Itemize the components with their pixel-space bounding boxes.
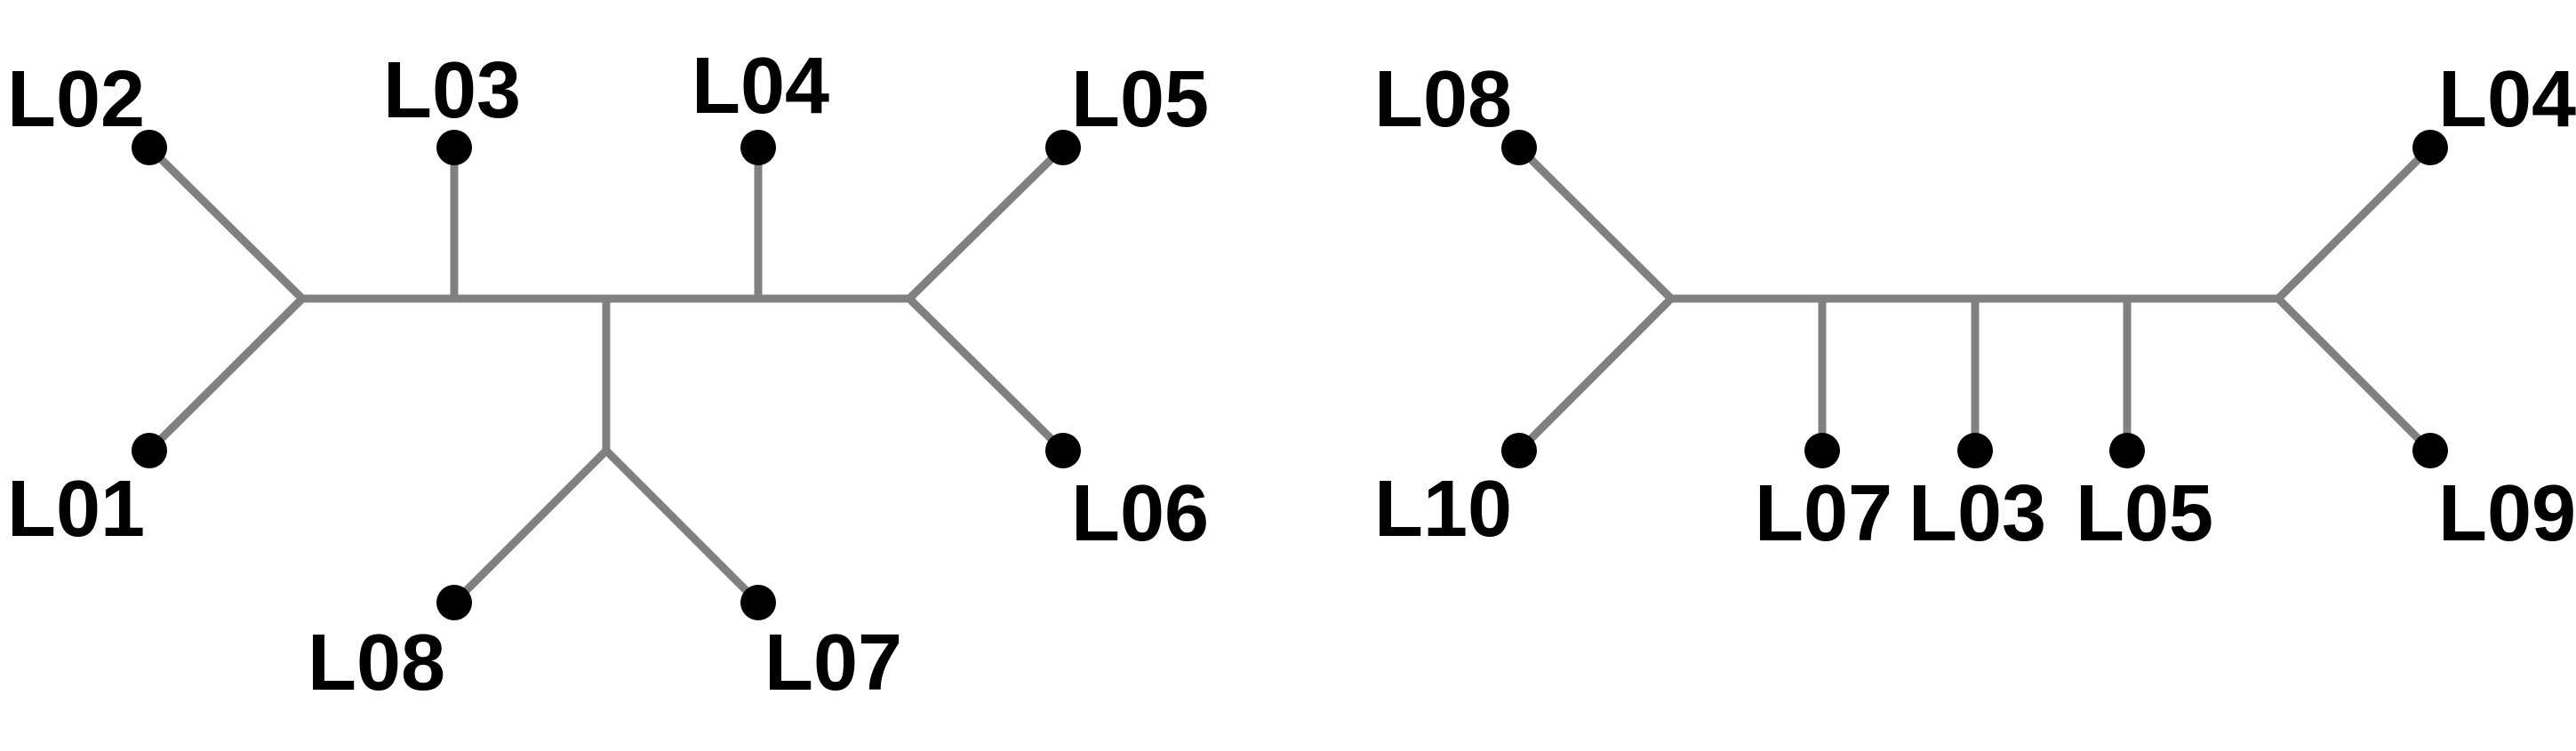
edge-to-l02 [145, 143, 307, 303]
edge-to-l08 [1515, 143, 1676, 303]
leaf-node-l04 [740, 130, 776, 165]
leaf-node-l08 [1501, 130, 1537, 165]
leaf-label-l02: L02 [7, 55, 145, 144]
leaf-node-l10 [1501, 433, 1537, 468]
left-tree-leaves [132, 130, 1081, 620]
left-tree: L02 L01 L03 L04 L05 L06 L08 L07 [7, 42, 1209, 707]
edge-to-l08 [450, 446, 611, 607]
leaf-node-l05 [2109, 433, 2145, 468]
right-tree-leaves [1501, 130, 2448, 468]
edge-to-l05 [905, 143, 1068, 303]
leaf-node-l03 [1957, 433, 1993, 468]
leaf-label-l05: L05 [2076, 469, 2213, 558]
leaf-node-l08 [436, 585, 472, 620]
leaf-node-l05 [1045, 130, 1081, 165]
right-tree-edges [1515, 143, 2435, 455]
leaf-label-l07: L07 [1755, 469, 1892, 558]
leaf-node-l07 [1804, 433, 1840, 468]
leaf-node-l03 [436, 130, 472, 165]
leaf-node-l07 [740, 585, 776, 620]
edge-to-l09 [2274, 294, 2435, 455]
edge-to-l10 [1515, 294, 1676, 455]
edge-to-l04 [2274, 143, 2435, 303]
right-tree-labels: L08 L10 L07 L03 L05 L04 L09 [1374, 55, 2576, 558]
leaf-label-l06: L06 [1071, 469, 1209, 558]
leaf-node-l06 [1045, 433, 1081, 468]
leaf-node-l09 [2412, 433, 2448, 468]
leaf-label-l09: L09 [2438, 469, 2576, 558]
edge-to-l07 [602, 446, 763, 607]
edge-to-l01 [145, 294, 307, 455]
edge-to-l06 [905, 294, 1068, 455]
leaf-label-l08: L08 [308, 619, 445, 707]
leaf-node-l02 [132, 130, 167, 165]
right-tree: L08 L10 L07 L03 L05 L04 L09 [1374, 55, 2576, 558]
leaf-label-l01: L01 [7, 465, 145, 554]
leaf-node-l01 [132, 433, 167, 468]
leaf-label-l07: L07 [764, 619, 902, 707]
leaf-label-l10: L10 [1374, 465, 1512, 554]
leaf-label-l04: L04 [2438, 55, 2576, 144]
leaf-label-l05: L05 [1071, 55, 1209, 144]
leaf-label-l04: L04 [692, 42, 829, 131]
leaf-label-l03: L03 [1908, 469, 2046, 558]
leaf-node-l04 [2412, 130, 2448, 165]
left-tree-edges [145, 143, 1068, 607]
left-tree-labels: L02 L01 L03 L04 L05 L06 L08 L07 [7, 42, 1209, 707]
leaf-label-l03: L03 [383, 46, 521, 135]
leaf-label-l08: L08 [1374, 55, 1512, 144]
